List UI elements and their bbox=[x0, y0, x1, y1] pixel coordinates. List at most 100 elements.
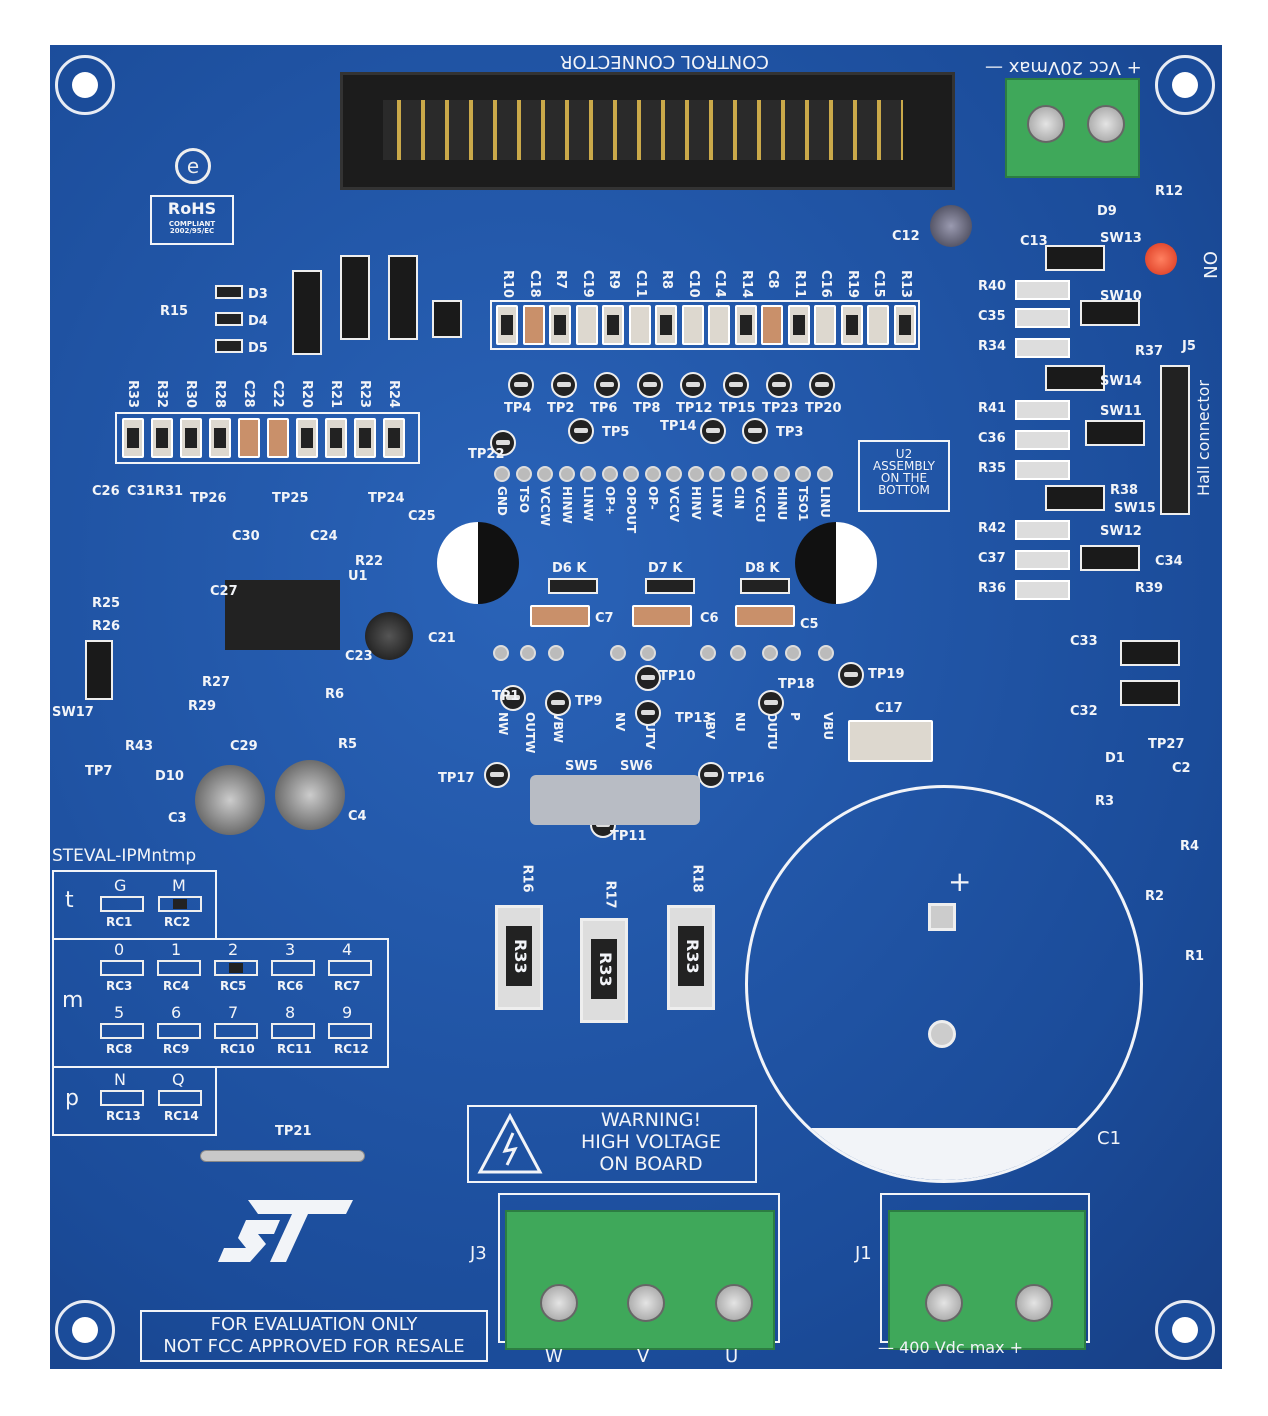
t-label: t bbox=[65, 888, 74, 913]
jumper-switch[interactable] bbox=[1120, 640, 1180, 666]
jumper-switch[interactable] bbox=[1080, 300, 1140, 326]
test-point[interactable] bbox=[594, 372, 620, 398]
config-jumper-pad[interactable] bbox=[100, 960, 144, 976]
vcc-terminal[interactable] bbox=[1005, 78, 1140, 178]
component-label-r26: R26 bbox=[92, 619, 121, 634]
pin-pad bbox=[666, 466, 682, 482]
jumper-switch[interactable] bbox=[340, 255, 370, 340]
phase-v-label: V bbox=[637, 1346, 650, 1367]
pin-pad bbox=[520, 645, 536, 661]
motor-terminal-j3[interactable] bbox=[505, 1210, 775, 1350]
config-ref-label: RC1 bbox=[106, 915, 133, 929]
component-label-r35: R35 bbox=[978, 461, 1007, 476]
test-point[interactable] bbox=[484, 762, 510, 788]
jumper-switch[interactable] bbox=[1045, 365, 1105, 391]
config-ref-label: RC13 bbox=[106, 1109, 141, 1123]
diode-d8 bbox=[740, 578, 790, 594]
pin-label: VBU bbox=[821, 712, 835, 741]
jumper-switch[interactable] bbox=[292, 270, 322, 355]
config-column-label: 0 bbox=[114, 940, 125, 959]
r18-label: R18 bbox=[689, 864, 705, 893]
test-point[interactable] bbox=[809, 372, 835, 398]
test-point[interactable] bbox=[490, 430, 516, 456]
jumper-switch[interactable] bbox=[388, 255, 418, 340]
test-point[interactable] bbox=[508, 372, 534, 398]
config-jumper-pad[interactable] bbox=[100, 896, 144, 912]
component-c10 bbox=[681, 305, 704, 345]
diode bbox=[215, 339, 243, 353]
test-point[interactable] bbox=[635, 665, 661, 691]
component-r32 bbox=[151, 418, 173, 458]
config-jumper-pad[interactable] bbox=[100, 1090, 144, 1106]
component-label-r15: R15 bbox=[160, 304, 189, 319]
component-label: R30 bbox=[183, 380, 198, 409]
component-label-sw11: SW11 bbox=[1100, 404, 1142, 419]
test-point-label: TP2 bbox=[547, 401, 575, 416]
pin-pad bbox=[785, 645, 801, 661]
test-point[interactable] bbox=[551, 372, 577, 398]
test-point-label: TP4 bbox=[504, 401, 532, 416]
jumper-switch[interactable] bbox=[1045, 245, 1105, 271]
test-point[interactable] bbox=[545, 690, 571, 716]
pin-pad bbox=[623, 466, 639, 482]
test-point[interactable] bbox=[766, 372, 792, 398]
config-jumper-pad[interactable] bbox=[158, 896, 202, 912]
config-jumper-pad[interactable] bbox=[271, 1023, 315, 1039]
component-label-r41: R41 bbox=[978, 401, 1007, 416]
config-jumper-pad[interactable] bbox=[157, 1023, 201, 1039]
config-column-label: 1 bbox=[171, 940, 182, 959]
test-point[interactable] bbox=[698, 762, 724, 788]
config-jumper-pad[interactable] bbox=[157, 960, 201, 976]
r16-label: R16 bbox=[519, 864, 535, 893]
config-jumper-pad[interactable] bbox=[328, 1023, 372, 1039]
test-point[interactable] bbox=[637, 372, 663, 398]
component-label: R14 bbox=[738, 270, 754, 299]
dc-bus-terminal-j1[interactable] bbox=[888, 1210, 1086, 1350]
config-jumper-pad[interactable] bbox=[214, 960, 258, 976]
test-point[interactable] bbox=[680, 372, 706, 398]
config-column-label: 6 bbox=[171, 1003, 182, 1022]
d7-label: D7 K bbox=[648, 561, 683, 576]
pin-label: GND bbox=[495, 486, 509, 516]
component-r11 bbox=[787, 305, 810, 345]
component-label: C22 bbox=[270, 380, 285, 408]
hall-connector-label: Hall connector bbox=[1194, 380, 1213, 496]
hall-connector-j5[interactable] bbox=[1160, 365, 1190, 515]
test-point[interactable] bbox=[742, 418, 768, 444]
component-label-c33: C33 bbox=[1070, 634, 1098, 649]
component-label-r25: R25 bbox=[92, 596, 121, 611]
component-label-sw15: SW15 bbox=[1114, 501, 1156, 516]
component-label-u1: U1 bbox=[348, 569, 368, 584]
component-label-tp27: TP27 bbox=[1148, 737, 1185, 752]
jumper-switch[interactable] bbox=[432, 300, 462, 338]
test-point-label: TP5 bbox=[602, 425, 630, 440]
jumper-switch-sw17[interactable] bbox=[85, 640, 113, 700]
jumper-switch[interactable] bbox=[1080, 545, 1140, 571]
config-jumper-pad[interactable] bbox=[158, 1090, 202, 1106]
test-point[interactable] bbox=[568, 418, 594, 444]
test-point[interactable] bbox=[838, 662, 864, 688]
pin-pad bbox=[640, 645, 656, 661]
jumper-switch[interactable] bbox=[1085, 420, 1145, 446]
test-point[interactable] bbox=[700, 418, 726, 444]
test-point[interactable] bbox=[758, 690, 784, 716]
config-jumper-pad[interactable] bbox=[328, 960, 372, 976]
test-point[interactable] bbox=[635, 700, 661, 726]
component-label-r42: R42 bbox=[978, 521, 1007, 536]
test-point[interactable] bbox=[500, 685, 526, 711]
c5-label: C5 bbox=[800, 617, 819, 632]
component-label-c23: C23 bbox=[345, 649, 373, 664]
test-point-label: TP16 bbox=[728, 771, 765, 786]
component-r13 bbox=[893, 305, 916, 345]
config-jumper-pad[interactable] bbox=[214, 1023, 258, 1039]
config-ref-label: RC5 bbox=[220, 979, 247, 993]
component-label-d10: D10 bbox=[155, 769, 184, 784]
config-jumper-pad[interactable] bbox=[100, 1023, 144, 1039]
test-point[interactable] bbox=[723, 372, 749, 398]
jumper-switch[interactable] bbox=[1045, 485, 1105, 511]
config-jumper-pad[interactable] bbox=[271, 960, 315, 976]
control-connector[interactable] bbox=[340, 72, 955, 190]
jumper-switch[interactable] bbox=[1120, 680, 1180, 706]
pin-pad bbox=[730, 645, 746, 661]
c1-pad bbox=[928, 903, 956, 931]
